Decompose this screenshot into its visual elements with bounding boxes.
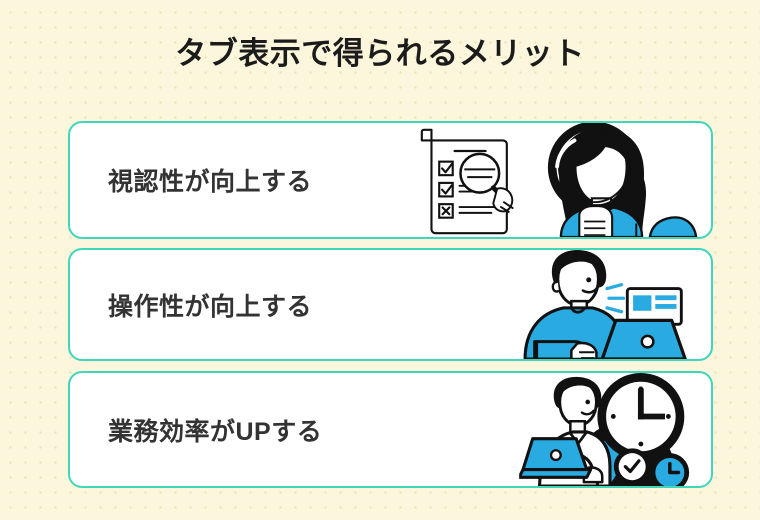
benefit-card-3[interactable]: 業務効率がUPする xyxy=(68,371,713,488)
man-laptop-clock-icon xyxy=(516,373,701,486)
page-title: タブ表示で得られるメリット xyxy=(175,36,585,71)
man-laptop-icon xyxy=(516,250,701,359)
benefit-card-1-label: 視認性が向上する xyxy=(108,168,313,196)
benefit-card-2[interactable]: 操作性が向上する xyxy=(68,248,713,361)
benefit-card-2-label: 操作性が向上する xyxy=(108,292,313,321)
benefit-card-1[interactable]: 視認性が向上する xyxy=(68,121,713,239)
checklist-magnifier-woman-icon xyxy=(409,123,709,237)
benefit-card-3-label: 業務効率がUPする xyxy=(108,417,323,446)
